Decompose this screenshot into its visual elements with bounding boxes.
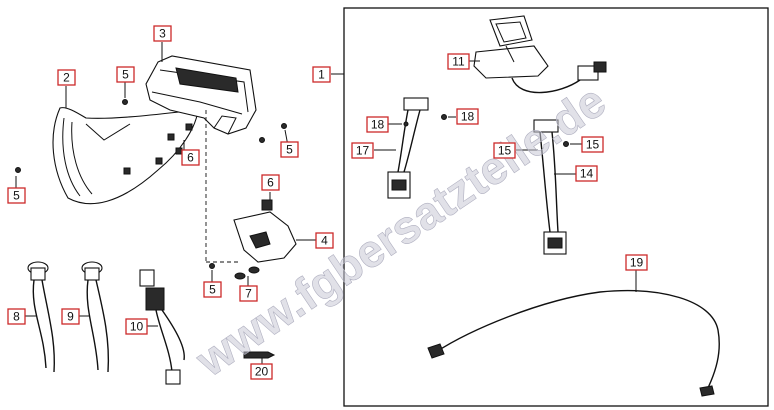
label-18-left: 18 [366,116,389,133]
svg-text:19: 19 [630,256,644,270]
svg-text:14: 14 [580,167,594,181]
svg-text:3: 3 [159,27,166,41]
harness-part-17 [387,97,429,199]
label-9: 9 [61,308,80,325]
assembly-frame [343,7,769,407]
label-6-lower: 6 [261,174,280,191]
label-18-right: 18 [456,108,479,125]
label-2: 2 [57,69,76,86]
svg-text:2: 2 [63,71,70,85]
screw-part-18b [403,121,409,127]
front-cowl-part [52,107,199,205]
bolt-parts-7 [234,266,260,280]
label-19: 19 [625,254,648,271]
svg-text:10: 10 [130,320,144,334]
screw-parts-5 [15,99,287,269]
label-5-right: 5 [280,141,299,158]
svg-text:9: 9 [67,310,74,324]
pin-part-20 [243,351,276,359]
indicator-part-8 [27,261,56,373]
svg-text:17: 17 [356,144,370,158]
label-11: 11 [447,53,470,70]
label-15-left: 15 [493,142,516,159]
label-4: 4 [315,232,334,249]
bracket-part [233,199,297,263]
leader-lines [15,42,637,364]
label-3: 3 [153,25,172,42]
svg-text:5: 5 [286,143,293,157]
svg-text:15: 15 [498,144,512,158]
indicator-part-9 [81,261,110,373]
label-5-top: 5 [116,66,135,83]
svg-text:6: 6 [267,176,274,190]
label-1: 1 [312,66,331,83]
svg-text:6: 6 [187,151,194,165]
label-17: 17 [351,142,374,159]
svg-text:4: 4 [321,234,328,248]
speedometer-part [473,15,607,94]
harness-part-10 [139,269,185,385]
screw-part-15 [563,141,569,147]
svg-text:8: 8 [13,310,20,324]
svg-text:11: 11 [452,55,465,69]
label-5-bottom: 5 [203,281,222,298]
label-14: 14 [575,165,598,182]
svg-text:20: 20 [255,365,269,379]
label-8: 8 [7,308,26,325]
label-10: 10 [125,318,148,335]
label-7: 7 [239,285,258,302]
svg-text:18: 18 [371,118,385,132]
svg-text:15: 15 [586,138,600,152]
harness-part-14 [533,119,567,255]
dash-housing-part [145,55,257,135]
label-5-left: 5 [7,187,26,204]
label-6-upper: 6 [181,149,200,166]
screw-part-18 [441,114,447,120]
svg-text:5: 5 [209,283,216,297]
label-20: 20 [250,363,273,380]
svg-text:5: 5 [122,68,129,82]
speedo-cable-part [427,289,720,397]
svg-text:7: 7 [245,287,252,301]
label-15-right: 15 [581,136,604,153]
svg-text:18: 18 [461,110,475,124]
svg-text:1: 1 [318,68,325,82]
svg-text:5: 5 [13,189,20,203]
